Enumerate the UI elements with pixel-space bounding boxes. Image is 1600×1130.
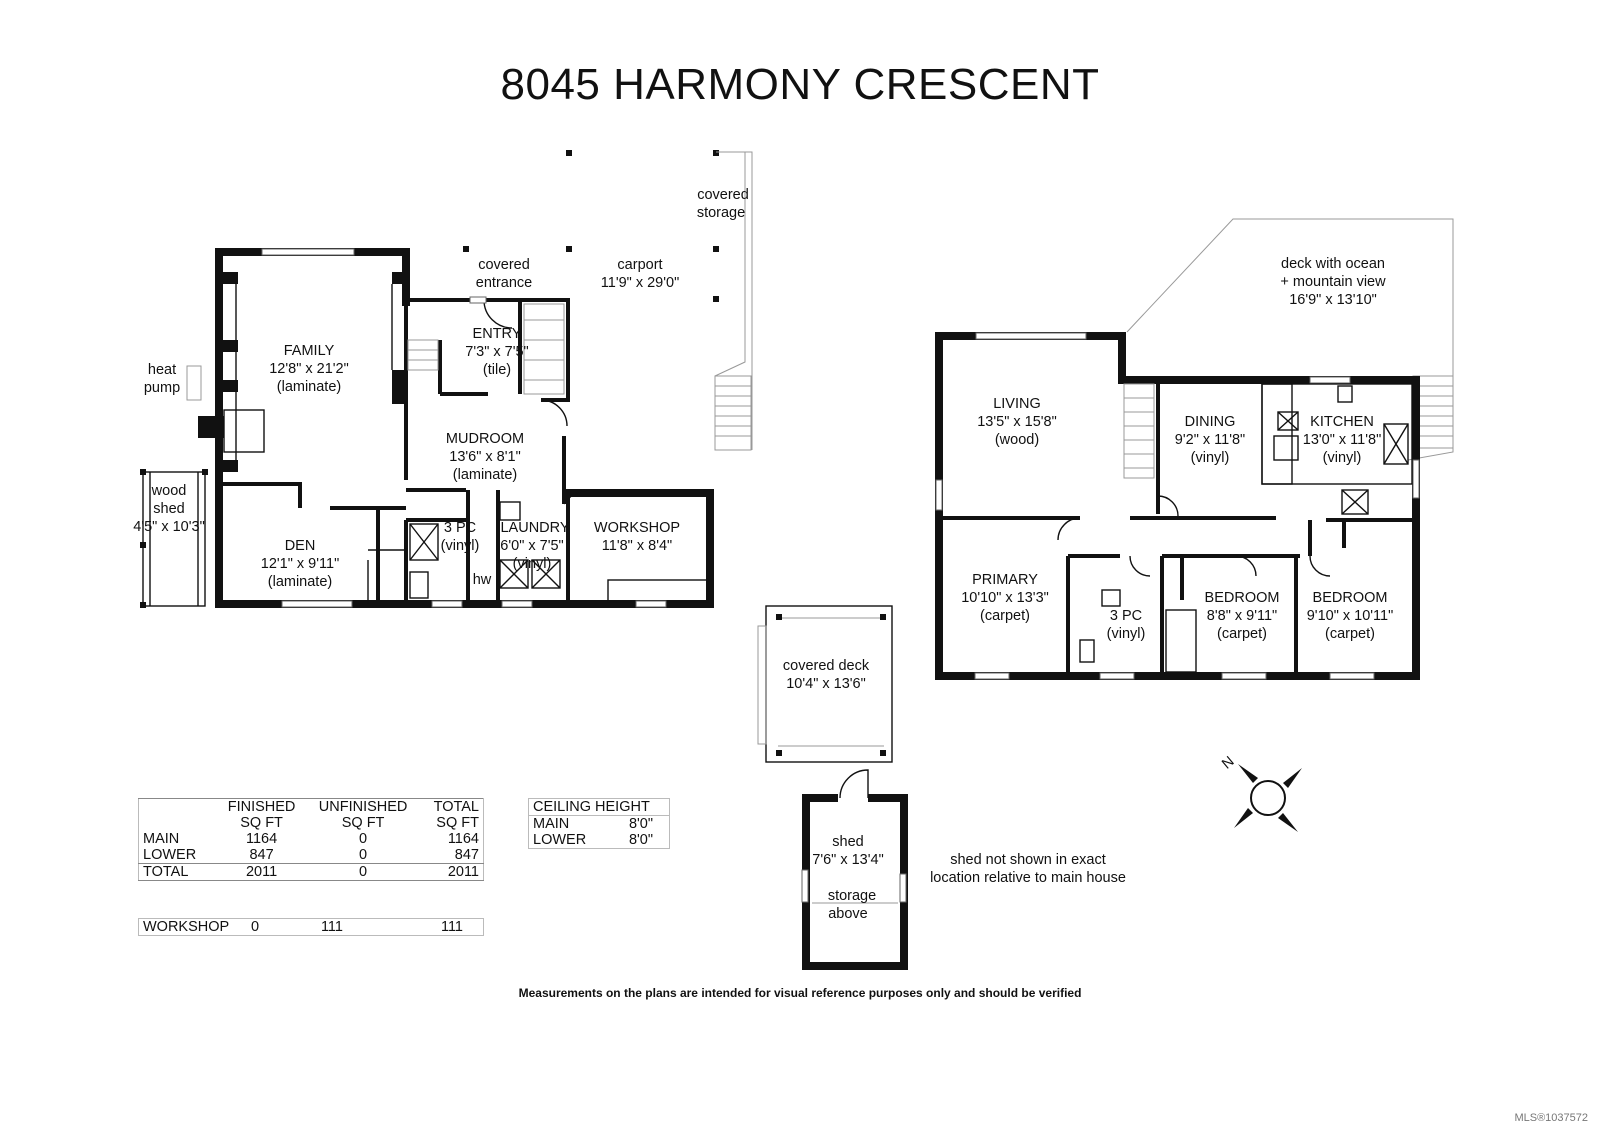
covered-storage-label-2: storage	[697, 205, 745, 221]
carport-label: carport	[617, 257, 662, 273]
room-kitchen-floor: (vinyl)	[1323, 450, 1362, 466]
covered-deck-label: covered deck	[783, 658, 870, 674]
wood-shed-label-1: wood	[151, 483, 187, 499]
ceiling-height-header: CEILING HEIGHT	[528, 798, 670, 816]
room-bedroom-2-floor: (carpet)	[1217, 626, 1267, 642]
area-header-row-1: FINISHED UNFINISHED TOTAL	[139, 799, 484, 816]
area-row-main: MAIN 1164 0 1164	[143, 831, 479, 847]
area-header-row-2: SQ FT SQ FT SQ FT	[240, 815, 479, 831]
room-dining-name: DINING	[1185, 414, 1236, 430]
room-workshop-name: WORKSHOP	[594, 520, 680, 536]
room-dining-floor: (vinyl)	[1191, 450, 1230, 466]
area-row-total: TOTAL 2011 0 2011	[138, 863, 484, 881]
wood-shed-dims: 4'5" x 10'3"	[133, 519, 204, 535]
deck-label-2: + mountain view	[1280, 274, 1386, 290]
wood-shed-label-2: shed	[153, 501, 184, 517]
room-den-dims: 12'1" x 9'11"	[261, 556, 339, 572]
covered-deck-dims: 10'4" x 13'6"	[786, 676, 866, 692]
room-dining-dims: 9'2" x 11'8"	[1175, 432, 1245, 448]
main-floor-plan	[935, 218, 1454, 680]
room-mudroom-dims: 13'6" x 8'1"	[449, 449, 520, 465]
carport-posts	[463, 150, 719, 302]
deck-label-1: deck with ocean	[1281, 256, 1385, 272]
heat-pump-label-1: heat	[148, 362, 176, 378]
room-entry-name: ENTRY	[473, 326, 522, 342]
shed-note-1: shed not shown in exact	[950, 852, 1106, 868]
room-bedroom-3-name: BEDROOM	[1313, 590, 1388, 606]
area-row-lower: LOWER 847 0 847	[143, 847, 479, 863]
room-primary-name: PRIMARY	[972, 572, 1038, 588]
covered-entrance-label-2: entrance	[476, 275, 532, 291]
hot-water-label: hw	[473, 572, 492, 588]
room-bedroom-2-name: BEDROOM	[1205, 590, 1280, 606]
room-lower-bath-name: 3 PC	[444, 520, 476, 536]
room-entry-dims: 7'3" x 7'5"	[465, 344, 528, 360]
area-summary-table: FINISHED UNFINISHED TOTAL SQ FT SQ FT SQ…	[138, 798, 484, 881]
page-title: 8045 HARMONY CRESCENT	[500, 60, 1100, 109]
area-header-unfinished: UNFINISHED	[318, 799, 408, 815]
room-living-name: LIVING	[993, 396, 1041, 412]
covered-deck	[757, 605, 893, 763]
area-header-total: TOTAL	[433, 799, 479, 815]
room-living-floor: (wood)	[995, 432, 1039, 448]
room-living-dims: 13'5" x 15'8"	[977, 414, 1057, 430]
compass-north-label: N	[1219, 754, 1237, 773]
room-laundry-dims: 6'0" x 7'5"	[500, 538, 563, 554]
mls-number: MLS®1037572	[1514, 1112, 1588, 1124]
room-den-floor: (laminate)	[268, 574, 332, 590]
disclaimer-text: Measurements on the plans are intended f…	[518, 986, 1082, 1000]
room-lower-bath-floor: (vinyl)	[441, 538, 480, 554]
ceiling-row-main: MAIN 8'0"	[533, 816, 653, 832]
room-bedroom-2-dims: 8'8" x 9'11"	[1207, 608, 1277, 624]
room-laundry-name: LAUNDRY	[500, 520, 569, 536]
room-main-bath-floor: (vinyl)	[1107, 626, 1146, 642]
room-bedroom-3-dims: 9'10" x 10'11"	[1307, 608, 1394, 624]
area-row-workshop: WORKSHOP 0 111 111	[143, 919, 463, 935]
room-family-dims: 12'8" x 21'2"	[269, 361, 349, 377]
ceiling-row-lower: LOWER 8'0"	[533, 832, 653, 848]
room-primary-dims: 10'10" x 13'3"	[961, 590, 1049, 606]
deck-dims: 16'9" x 13'10"	[1289, 292, 1377, 308]
room-mudroom-name: MUDROOM	[446, 431, 524, 447]
shed-storage-label-2: above	[828, 906, 868, 922]
shed	[801, 769, 908, 970]
compass-icon	[1234, 764, 1302, 832]
room-entry-floor: (tile)	[483, 362, 511, 378]
wood-shed	[142, 471, 206, 607]
shed-dims: 7'6" x 13'4"	[812, 852, 883, 868]
ceiling-height-table: CEILING HEIGHT MAIN 8'0" LOWER 8'0"	[528, 798, 670, 849]
room-kitchen-dims: 13'0" x 11'8"	[1303, 432, 1381, 448]
room-mudroom-floor: (laminate)	[453, 467, 517, 483]
shed-note-2: location relative to main house	[930, 870, 1126, 886]
room-laundry-floor: (vinyl)	[513, 556, 552, 572]
room-primary-floor: (carpet)	[980, 608, 1030, 624]
room-bedroom-3-floor: (carpet)	[1325, 626, 1375, 642]
carport-dims: 11'9" x 29'0"	[601, 275, 679, 291]
shed-label: shed	[832, 834, 863, 850]
heat-pump-label-2: pump	[144, 380, 180, 396]
covered-entrance-label-1: covered	[478, 257, 530, 273]
room-main-bath-name: 3 PC	[1110, 608, 1142, 624]
covered-storage-label-1: covered	[697, 187, 749, 203]
room-family-name: FAMILY	[284, 343, 335, 359]
shed-storage-label-1: storage	[828, 888, 876, 904]
room-den-name: DEN	[285, 538, 316, 554]
workshop-area-table: WORKSHOP 0 111 111	[138, 918, 484, 936]
room-kitchen-name: KITCHEN	[1310, 414, 1374, 430]
room-workshop-dims: 11'8" x 8'4"	[602, 538, 672, 554]
room-family-floor: (laminate)	[277, 379, 341, 395]
lower-floor-plan	[140, 150, 753, 608]
area-header-finished: FINISHED	[227, 799, 296, 815]
carport-stairs	[714, 375, 752, 451]
